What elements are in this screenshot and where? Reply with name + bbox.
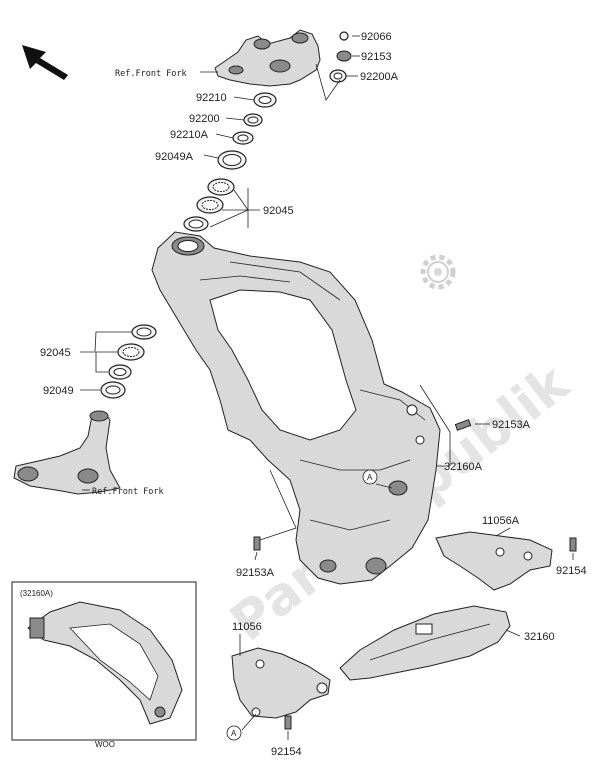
inset-title: (32160A) <box>20 589 53 598</box>
part-11056 <box>231 647 331 719</box>
part-92045-lower-c <box>108 364 132 380</box>
part-92049 <box>100 381 126 399</box>
part-11056A <box>435 531 553 591</box>
label-92153A-bottom: 92153A <box>236 567 275 579</box>
label-92045-lower: 92045 <box>40 347 71 359</box>
label-92200: 92200 <box>189 113 220 125</box>
label-92200A: 92200A <box>360 71 399 83</box>
label-11056: 11056 <box>232 621 262 633</box>
callout-marker-a-bracket: A <box>226 725 242 741</box>
part-92045-upper-b <box>196 196 224 214</box>
label-92045-upper: 92045 <box>263 205 294 217</box>
label-32160: 32160 <box>524 631 555 643</box>
bolt-92153A-right <box>454 419 472 431</box>
label-92154-right: 92154 <box>556 565 587 577</box>
svg-text:A: A <box>231 729 237 738</box>
inset-footer: WOO <box>95 740 115 749</box>
part-92153 <box>336 50 352 62</box>
part-92045-lower-b <box>117 343 145 361</box>
label-92049: 92049 <box>43 385 74 397</box>
ref-front-fork-upper: Ref.Front Fork <box>115 69 187 79</box>
part-92200 <box>243 113 263 127</box>
bolt-92153A-bottom <box>253 536 261 551</box>
label-11056A: 11056A <box>482 515 520 527</box>
label-92210: 92210 <box>196 92 227 104</box>
part-92049A <box>217 150 247 170</box>
label-32160A: 32160A <box>444 461 483 473</box>
upper-triple-clamp <box>214 29 321 87</box>
callout-marker-a-frame: A <box>362 469 378 485</box>
label-92066: 92066 <box>361 31 392 43</box>
bolt-92154-bottom <box>284 715 292 730</box>
main-frame <box>151 231 441 585</box>
part-92210A <box>232 131 254 145</box>
part-92066 <box>339 31 349 41</box>
bolt-92154-right <box>569 537 577 552</box>
inset-box: (32160A) WOO <box>11 581 197 749</box>
direction-arrow-icon <box>22 45 68 80</box>
part-92045-lower-a <box>131 324 157 340</box>
label-92210A: 92210A <box>170 129 209 141</box>
part-92200A <box>329 69 347 83</box>
label-92049A: 92049A <box>155 151 194 163</box>
part-92045-upper-a <box>207 178 235 196</box>
label-92153A-right: 92153A <box>492 419 531 431</box>
label-92153: 92153 <box>361 51 392 63</box>
part-92210 <box>253 92 277 108</box>
label-92154-bottom: 92154 <box>271 746 302 758</box>
part-92045-upper-c <box>183 216 209 232</box>
leader-lines <box>80 35 574 740</box>
ref-front-fork-lower: Ref.Front Fork <box>92 487 164 497</box>
svg-text:A: A <box>367 473 373 482</box>
part-32160 <box>339 605 511 681</box>
lower-triple-clamp <box>13 410 121 495</box>
gear-icon <box>420 254 456 290</box>
